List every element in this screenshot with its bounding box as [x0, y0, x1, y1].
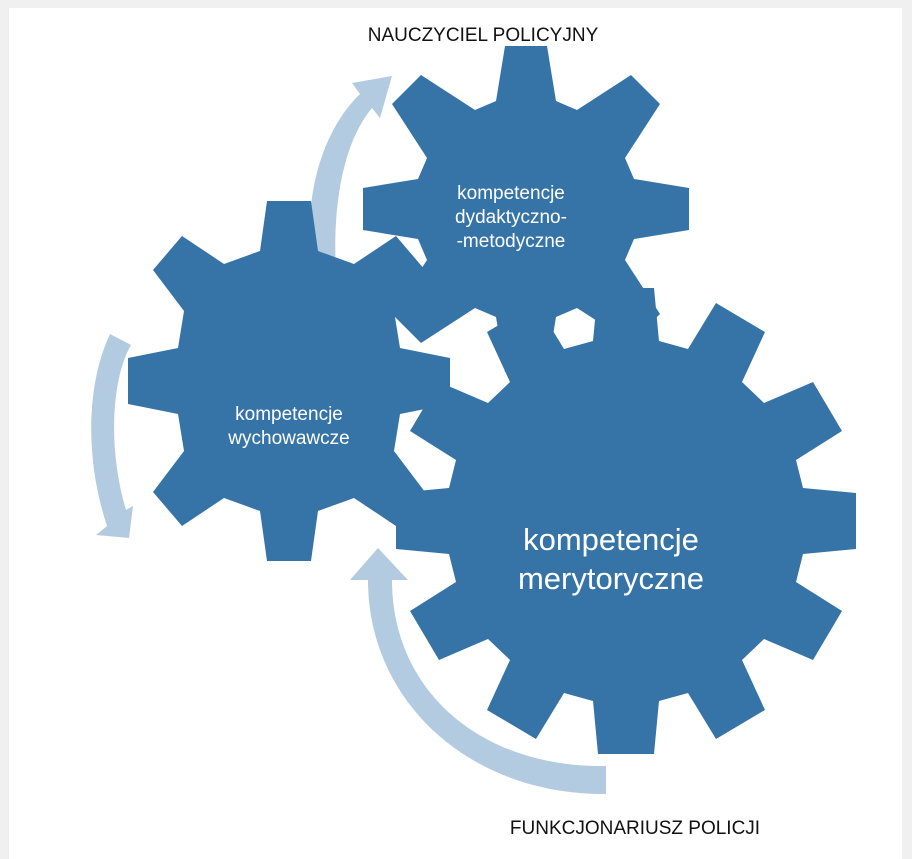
gear-substantive-text: kompetencje merytoryczne: [466, 521, 756, 599]
bottom-label: FUNKCJONARIUSZ POLICJI: [509, 818, 761, 839]
gear-educational: [128, 201, 450, 561]
gear-didactic-text: kompetencje dydaktyczno- -metodyczne: [416, 182, 606, 253]
gear-didactic-line-2: dydaktyczno-: [455, 206, 567, 228]
left-curved-arrow: [91, 334, 133, 538]
gear-substantive-line-1: kompetencje: [523, 522, 699, 557]
gear-educational-line-2: wychowawcze: [228, 427, 350, 449]
cycle-arrows: [91, 76, 606, 795]
gear-substantive: [396, 288, 856, 754]
top-left-curved-arrow: [309, 76, 392, 272]
gear-didactic-line-3: -metodyczne: [456, 230, 566, 252]
gear-educational-shape: [128, 201, 450, 561]
gear-substantive-shape: [396, 288, 856, 754]
top-label: NAUCZYCIEL POLICYJNY: [367, 25, 599, 46]
bottom-curved-arrow: [350, 548, 606, 795]
gear-educational-text: kompetencje wychowawcze: [194, 403, 384, 451]
gear-educational-line-1: kompetencje: [235, 404, 343, 425]
gear-substantive-line-2: merytoryczne: [517, 560, 705, 596]
gear-didactic-line-1: kompetencje: [457, 183, 565, 204]
